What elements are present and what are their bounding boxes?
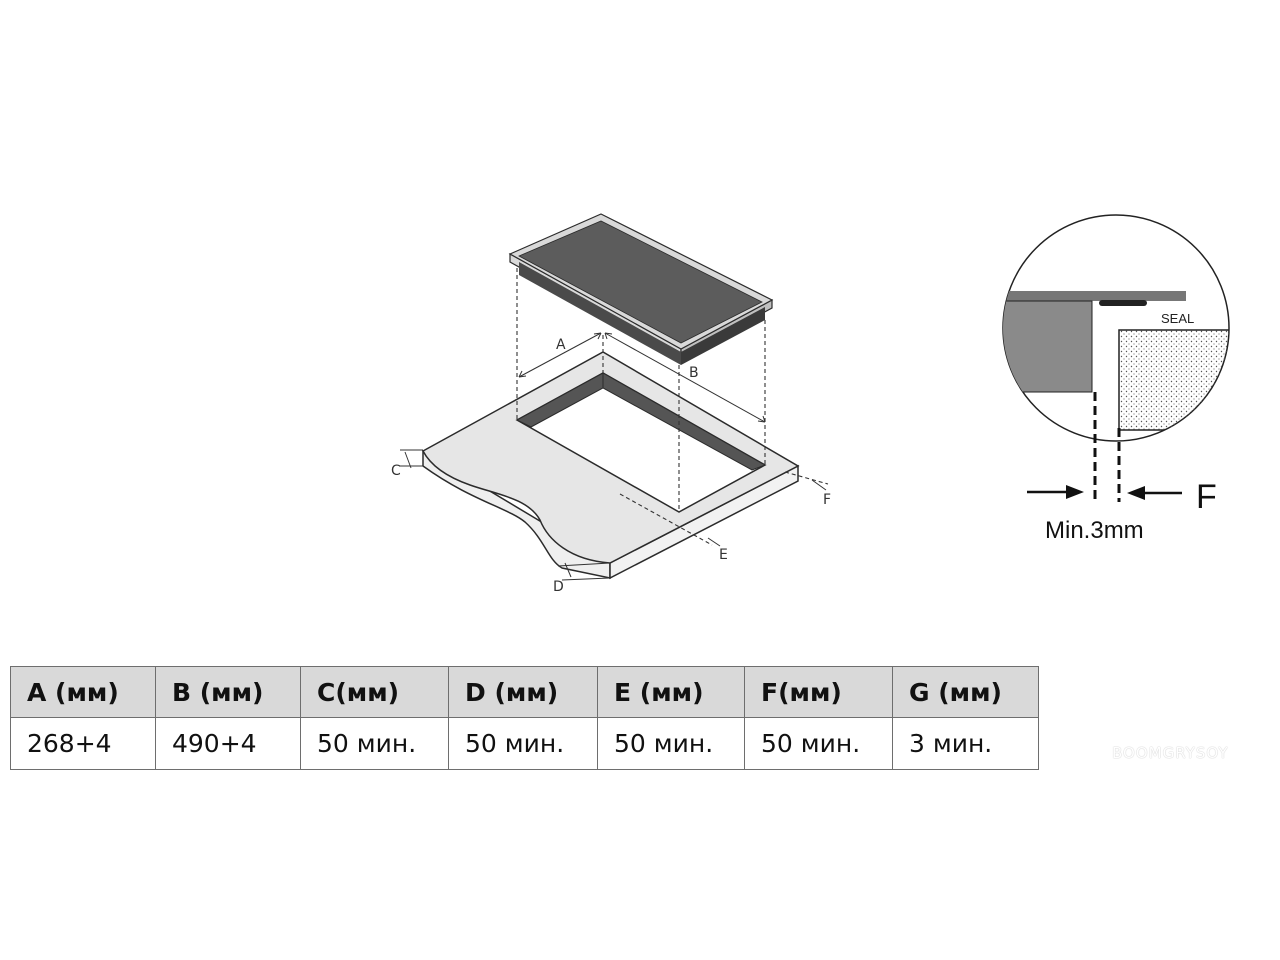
projection-lines — [516, 268, 829, 546]
value-e: 50 мин. — [597, 717, 745, 770]
countertop — [421, 351, 800, 580]
dimensions-table: A (мм) B (мм) C(мм) D (мм) E (мм) F(мм) … — [10, 666, 1039, 770]
dim-label-e: E — [719, 547, 728, 563]
seal-label: SEAL — [1161, 311, 1194, 326]
dim-label-b: B — [689, 365, 699, 381]
dimension-lines — [400, 332, 827, 581]
seal — [1099, 300, 1147, 306]
min-gap-text: Min.3mm — [1045, 517, 1144, 544]
value-c: 50 мин. — [300, 717, 449, 770]
dim-label-f: F — [823, 492, 831, 508]
header-d: D (мм) — [448, 666, 598, 718]
header-c: C(мм) — [300, 666, 449, 718]
value-d: 50 мин. — [448, 717, 598, 770]
header-g: G (мм) — [892, 666, 1039, 718]
glass-top — [518, 220, 763, 344]
value-f: 50 мин. — [744, 717, 893, 770]
header-b: B (мм) — [155, 666, 301, 718]
hob — [508, 213, 774, 365]
detail-glass — [1003, 291, 1186, 301]
value-a: 268+4 — [10, 717, 156, 770]
dim-label-c: C — [391, 463, 401, 479]
gap-detail: SEAL F Min.3mm — [1002, 214, 1230, 544]
dim-label-a: A — [556, 337, 566, 353]
gap-label-f: F — [1196, 478, 1217, 516]
table-row: 268+4 490+4 50 мин. 50 мин. 50 мин. 50 м… — [10, 717, 1039, 770]
value-b: 490+4 — [155, 717, 301, 770]
watermark: BOOMGRYSOY — [1112, 744, 1229, 762]
header-f: F(мм) — [744, 666, 893, 718]
table-header-row: A (мм) B (мм) C(мм) D (мм) E (мм) F(мм) … — [10, 666, 1039, 718]
header-e: E (мм) — [597, 666, 745, 718]
value-g: 3 мин. — [892, 717, 1039, 770]
detail-countertop — [1118, 329, 1229, 431]
header-a: A (мм) — [10, 666, 156, 718]
dim-label-d: D — [553, 579, 564, 595]
